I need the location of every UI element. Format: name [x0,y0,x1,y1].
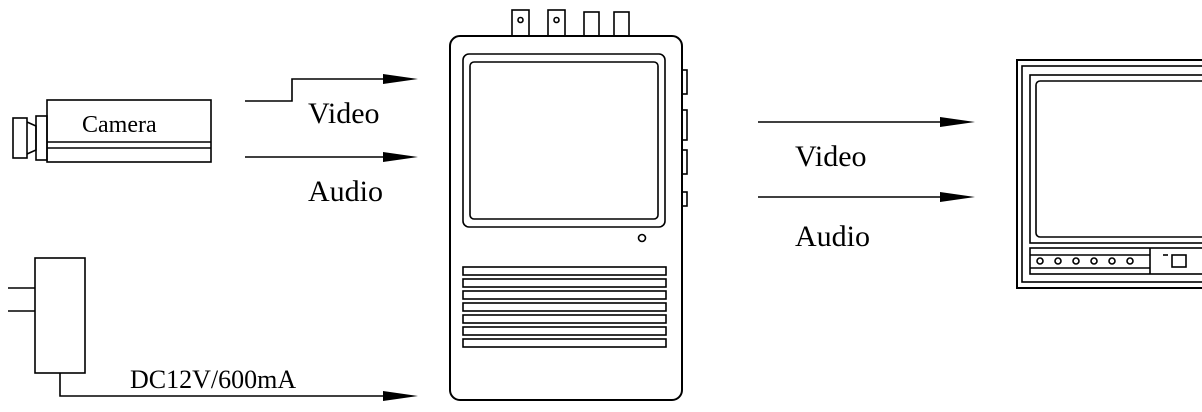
video-in-line [245,78,385,102]
control-knob-icon [1090,257,1098,265]
power-switch-icon [1171,254,1187,268]
camera-lens-taper [26,121,37,155]
bnc-pin-icon [553,16,560,24]
device-body [449,35,683,401]
center-monitor-device [449,9,688,401]
audio-in-label: Audio [308,175,383,208]
side-button-icon [681,149,688,175]
power-in-arrow-icon [383,391,418,401]
monitor-screen [1035,80,1202,238]
camera-label: Camera [82,112,157,138]
power-in-line [59,373,385,397]
video-in-label: Video [308,97,380,130]
camera-lens-front [12,117,28,159]
rca-connector-icon [583,11,600,37]
control-knob-icon [1126,257,1134,265]
power-adapter [8,257,86,374]
control-knob-icon [1054,257,1062,265]
side-button-icon [681,191,688,207]
monitor-screen-bezel [1029,74,1202,244]
monitor-outer-case [1016,59,1202,289]
audio-out-label: Audio [795,220,870,253]
output-connections: Video Audio [758,117,975,253]
side-button-icon [681,69,688,95]
camera-body [46,99,212,163]
output-monitor [1016,59,1202,289]
control-knob-icon [1036,257,1044,265]
monitor-control-panel [1029,247,1202,275]
video-out-arrow-icon [940,117,975,127]
side-button-icon [681,109,688,141]
rca-connector-icon [613,11,630,37]
control-knob-icon [1108,257,1116,265]
bnc-pin-icon [517,16,524,24]
speaker-grille [462,266,667,348]
control-knob-icon [1072,257,1080,265]
audio-in-arrow-icon [383,152,418,162]
power-led-icon [637,233,647,243]
screen-bezel [462,53,666,228]
audio-out-arrow-icon [940,192,975,202]
monitor-inner-case [1021,65,1202,283]
camera-device: Camera [12,99,212,163]
video-out-label: Video [795,140,867,173]
bnc-connectors [511,9,630,37]
power-in-label: DC12V/600mA [130,365,296,394]
video-in-arrow-icon [383,74,418,84]
screen [469,61,659,220]
camera-lens-ring [35,115,48,161]
adapter-body [34,257,86,374]
input-connections: Video Audio DC12V/600mA [59,74,418,401]
